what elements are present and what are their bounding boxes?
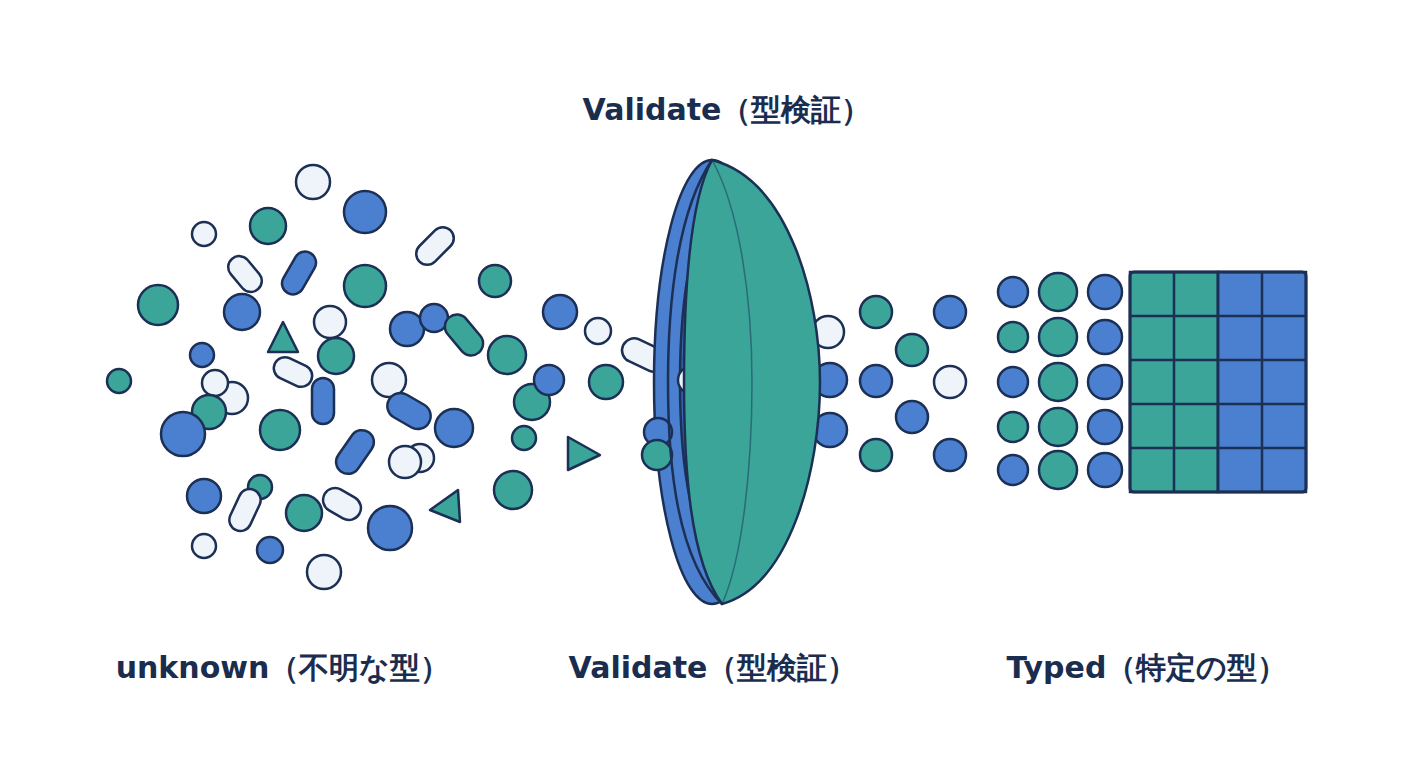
illustration-shape (314, 306, 346, 338)
illustration-shape (331, 425, 378, 478)
illustration-shape (494, 471, 532, 509)
stage-label: unknown（不明な型） (116, 650, 451, 686)
illustration-shape (585, 318, 611, 344)
illustration-shape (224, 252, 267, 297)
illustration-shape (260, 410, 300, 450)
illustration-shape (712, 160, 752, 604)
illustration-shape (286, 495, 322, 531)
illustration-shape (250, 208, 286, 244)
illustration-shape (344, 265, 386, 307)
stage-label: Validate（型検証） (569, 650, 858, 686)
illustration-shape (257, 537, 283, 563)
illustration-shape (642, 440, 672, 470)
illustration-shape (435, 409, 473, 447)
stage-label: Typed（特定の型） (1007, 650, 1288, 686)
illustration-shape (934, 439, 966, 471)
illustration-shape (1039, 408, 1077, 446)
validate-ring (642, 160, 847, 604)
illustration-shape (307, 555, 341, 589)
illustration-shape (896, 334, 928, 366)
illustration-shape (1039, 273, 1077, 311)
illustration-shape (668, 160, 722, 604)
illustration-shape (412, 223, 459, 270)
illustration-shape (1039, 451, 1077, 489)
illustration-shape (512, 426, 536, 450)
illustration-shape (860, 296, 892, 328)
illustration-shape (934, 296, 966, 328)
illustration-shape (998, 412, 1028, 442)
diagram-title: Validate（型検証） (583, 92, 872, 128)
illustration-shape (589, 365, 623, 399)
illustration-shape (138, 285, 178, 325)
illustration-shape (161, 412, 205, 456)
illustration-shape (224, 294, 260, 330)
illustration-shape (192, 534, 216, 558)
illustration-shape (190, 343, 214, 367)
illustration-shape (998, 367, 1028, 397)
illustration-shape (1088, 320, 1122, 354)
illustration-shape (1088, 453, 1122, 487)
illustration-shape (1088, 410, 1122, 444)
illustration-shape (430, 490, 460, 522)
unknown-cloud (107, 165, 670, 589)
illustration-shape (383, 388, 436, 434)
illustration-shape (684, 160, 820, 604)
illustration-shape (896, 401, 928, 433)
illustration-shape (268, 322, 298, 352)
illustration-shape (998, 277, 1028, 307)
illustration-shape (192, 222, 216, 246)
illustration-shape (1039, 318, 1077, 356)
illustration-shape (479, 265, 511, 297)
illustration-shape (107, 369, 131, 393)
illustration-shape (998, 322, 1028, 352)
illustration-shape (318, 338, 354, 374)
illustration-shape (319, 484, 366, 525)
illustration-shape (187, 479, 221, 513)
illustration-shape (1130, 272, 1306, 492)
illustration-shape (344, 191, 386, 233)
illustration-shape (998, 455, 1028, 485)
illustration-shape (226, 485, 265, 534)
illustration-shape (488, 336, 526, 374)
illustration-shape (1039, 363, 1077, 401)
illustration-shape (1088, 275, 1122, 309)
illustration-shape (934, 366, 966, 398)
illustration-shape (860, 365, 892, 397)
illustration-shape (440, 310, 488, 361)
typed-group (860, 272, 1306, 492)
illustration-shape (202, 370, 228, 396)
illustration-shape (534, 365, 564, 395)
illustration-shape (278, 248, 320, 299)
illustration-shape (270, 354, 316, 391)
illustration-shape (368, 506, 412, 550)
illustration-shape (860, 439, 892, 471)
illustration-shape (568, 437, 600, 470)
illustration-shape (389, 446, 421, 478)
illustration-shape (296, 165, 330, 199)
illustration-shape (1130, 272, 1306, 492)
illustration-shape (1088, 365, 1122, 399)
illustration-shape (312, 378, 334, 424)
illustration-shape (543, 295, 577, 329)
